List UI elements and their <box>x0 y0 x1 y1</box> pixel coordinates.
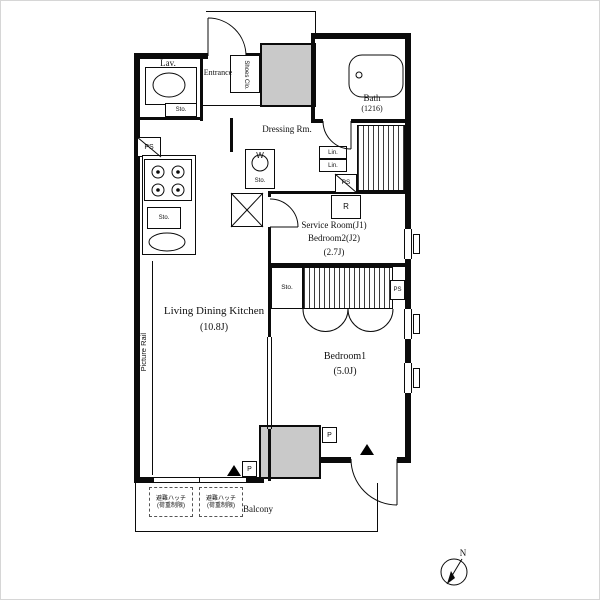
line-sliding-door-a <box>267 337 268 429</box>
room-label-bedroom1: Bedroom1 <box>323 351 367 362</box>
entrance-door-swing <box>207 17 247 57</box>
north-label: N <box>459 548 467 558</box>
pipe-label-1: P <box>327 431 332 439</box>
wall-lav-bottom <box>140 117 202 120</box>
room-label-bath-size: (1216) <box>361 104 383 113</box>
evac-hatch-left: 避難ハッチ (荷重制限) <box>149 487 193 517</box>
line-entrance-step <box>203 105 260 106</box>
pipe-space-right-box: PS <box>390 280 405 300</box>
window-sill-bedroom1-lower <box>413 368 420 388</box>
wall-bottom-bedroom1-right <box>397 457 411 463</box>
room-label-dressing: Dressing Rm. <box>262 124 312 134</box>
line-balcony-right <box>377 483 378 531</box>
line-corridor-top <box>206 11 316 12</box>
storage-lav-box: Sto. <box>165 103 197 117</box>
room-label-lav: Lav. <box>160 58 176 68</box>
pipe-space-left-label: PS <box>144 143 154 151</box>
room-label-bath: Bath <box>363 93 381 103</box>
wall-bath-bottom-a <box>315 119 323 123</box>
stove-box <box>144 159 192 201</box>
pipe-box-2: P <box>242 461 257 477</box>
storage-closet-box: Sto. <box>271 267 303 309</box>
window-sill-bedroom1-upper <box>413 314 420 334</box>
wall-top-bath <box>311 33 411 39</box>
linen-box-2: Lin. <box>319 159 347 172</box>
wall-service-left-a <box>268 191 271 197</box>
wall-lav-right <box>200 53 203 121</box>
bedroom1-door-swing <box>350 458 398 506</box>
wall-bottom-bedroom1-left <box>319 457 351 463</box>
room-label-ldk: Living Dining Kitchen <box>163 305 265 317</box>
wall-bath-bottom-b <box>351 119 409 123</box>
shoes-closet-label: Shoes Clo. <box>243 60 249 90</box>
room-label-entrance: Entrance <box>203 68 233 77</box>
wall-bottom-ldk-stub-right <box>246 477 264 483</box>
bathtub-icon <box>348 54 404 98</box>
pipe-box-1: P <box>322 427 337 443</box>
linen-label-2: Lin. <box>328 162 338 169</box>
bedroom1-closet <box>303 267 393 309</box>
room-label-service1: Service Room(J1) <box>301 220 367 230</box>
storage-lav-label: Sto. <box>175 107 187 113</box>
line-corridor-right <box>315 11 316 35</box>
evac-hatch-left-line1: 避難ハッチ <box>155 495 186 502</box>
wall-service-left-b <box>268 227 271 271</box>
washer-label: W <box>256 151 264 160</box>
line-sliding-door-b <box>271 337 272 429</box>
linen-label-1: Lin. <box>328 149 338 156</box>
window-ldk-balcony <box>154 477 246 483</box>
room-label-bedroom1-size: (5.0J) <box>333 366 357 377</box>
evacuation-triangle-icon <box>227 465 241 476</box>
storage-kitchen-label: Sto. <box>158 215 170 221</box>
bath-door-swing <box>322 120 352 150</box>
louver-closet <box>357 125 405 191</box>
refrigerator-box: R <box>331 195 361 219</box>
evac-hatch-right-line1: 避難ハッチ <box>205 495 236 502</box>
linen-box-1: Lin. <box>319 146 347 159</box>
pipe-space-left-box: PS <box>137 137 161 157</box>
evac-hatch-right: 避難ハッチ (荷重制限) <box>199 487 243 517</box>
shoes-closet-box: Shoes Clo. <box>230 55 260 93</box>
closet-door-arcs <box>302 308 394 332</box>
shaft-block-top <box>260 43 316 107</box>
wall-left <box>134 53 140 483</box>
evac-hatch-right-line2: (荷重制限) <box>207 502 235 509</box>
room-label-balcony: Balcony <box>243 504 273 514</box>
pipe-space-mid-box: PS <box>335 174 357 193</box>
room-label-service-size: (2.7J) <box>323 247 345 257</box>
wall-bedroom1-left-b <box>268 429 271 481</box>
wall-service-bottom <box>268 263 405 267</box>
refrigerator-label: R <box>343 202 349 211</box>
pipe-label-2: P <box>247 465 252 473</box>
evacuation-triangle-icon <box>360 444 374 455</box>
window-bedroom1-upper <box>404 309 412 339</box>
line-picture-rail <box>152 261 153 475</box>
window-bedroom1-lower <box>404 363 412 393</box>
wall-bottom-ldk-stub-left <box>134 477 154 483</box>
storage-closet-label: Sto. <box>281 283 293 291</box>
pipe-space-right-label: PS <box>393 287 402 293</box>
hatch-cross-box <box>231 193 263 227</box>
pipe-space-mid-label: PS <box>341 179 351 187</box>
compass-icon <box>440 558 468 586</box>
storage-dressing-label: Sto. <box>254 178 266 184</box>
storage-kitchen-box: Sto. <box>147 207 181 229</box>
window-ldk-mullion <box>199 477 200 483</box>
room-label-service2: Bedroom2(J2) <box>308 233 360 243</box>
evac-hatch-left-line2: (荷重制限) <box>157 502 185 509</box>
wall-bath-left <box>311 39 315 123</box>
picture-rail-label: Picture Rail <box>139 333 148 372</box>
line-balcony-left <box>135 483 136 532</box>
wall-dressing-left <box>230 118 233 152</box>
room-label-ldk-size: (10.8J) <box>199 322 229 333</box>
wall-bedroom1-left-a <box>268 267 271 337</box>
window-bedroom2 <box>404 229 412 259</box>
line-balcony-bottom <box>135 531 378 532</box>
vanity-counter <box>145 67 197 105</box>
service-room-door-swing <box>269 198 299 228</box>
wall-top-lav <box>134 53 208 59</box>
window-sill-bedroom2 <box>413 234 420 254</box>
